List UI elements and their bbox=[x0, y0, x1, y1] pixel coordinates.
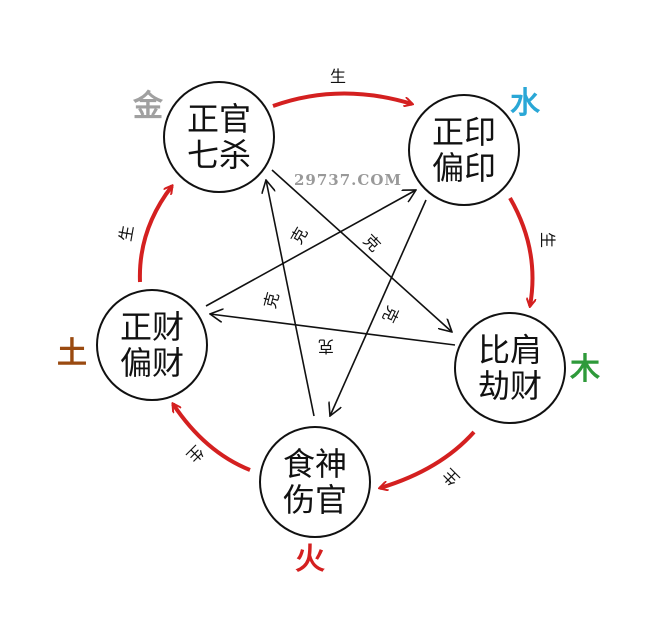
element-wood: 木 bbox=[570, 352, 600, 387]
node-line: 比肩 bbox=[477, 331, 542, 369]
element-earth: 土 bbox=[57, 336, 87, 371]
node-line: 正财 bbox=[119, 308, 184, 346]
control-arrow-seal-food bbox=[330, 199, 427, 416]
node-line: 七杀 bbox=[186, 136, 251, 174]
generate-arrow-metal-water bbox=[272, 91, 412, 108]
node-line: 劫财 bbox=[477, 367, 542, 405]
control-label: 克 bbox=[317, 337, 335, 356]
generate-label: 生 bbox=[329, 67, 347, 86]
control-arrow-wealth-seal bbox=[205, 190, 416, 307]
generate-arrow-earth-metal bbox=[137, 186, 172, 283]
control-arrow-food-officer bbox=[266, 180, 315, 417]
node-seal: 正印 偏印 bbox=[408, 94, 520, 206]
node-line: 偏财 bbox=[119, 344, 184, 382]
generate-arrow-fire-earth bbox=[173, 404, 251, 472]
node-line: 正印 bbox=[431, 113, 496, 151]
node-wealth: 正财 偏财 bbox=[96, 289, 208, 401]
element-fire: 火 bbox=[295, 542, 325, 577]
node-line: 伤官 bbox=[282, 481, 347, 519]
node-line: 正官 bbox=[186, 100, 251, 138]
node-officer: 正官 七杀 bbox=[163, 81, 275, 193]
generate-arrow-water-wood bbox=[508, 197, 533, 306]
generate-label: 生 bbox=[538, 231, 557, 249]
node-line: 食神 bbox=[282, 445, 347, 483]
node-line: 偏印 bbox=[431, 149, 496, 187]
watermark: 29737.COM bbox=[293, 171, 403, 189]
element-water: 水 bbox=[510, 86, 540, 121]
node-peer: 比肩 劫财 bbox=[454, 312, 566, 424]
generate-arrow-wood-fire bbox=[380, 430, 476, 488]
element-metal: 金 bbox=[133, 89, 163, 124]
control-arrow-officer-peer bbox=[271, 169, 452, 332]
node-food: 食神 伤官 bbox=[259, 426, 371, 538]
control-arrow-peer-wealth bbox=[210, 314, 456, 346]
